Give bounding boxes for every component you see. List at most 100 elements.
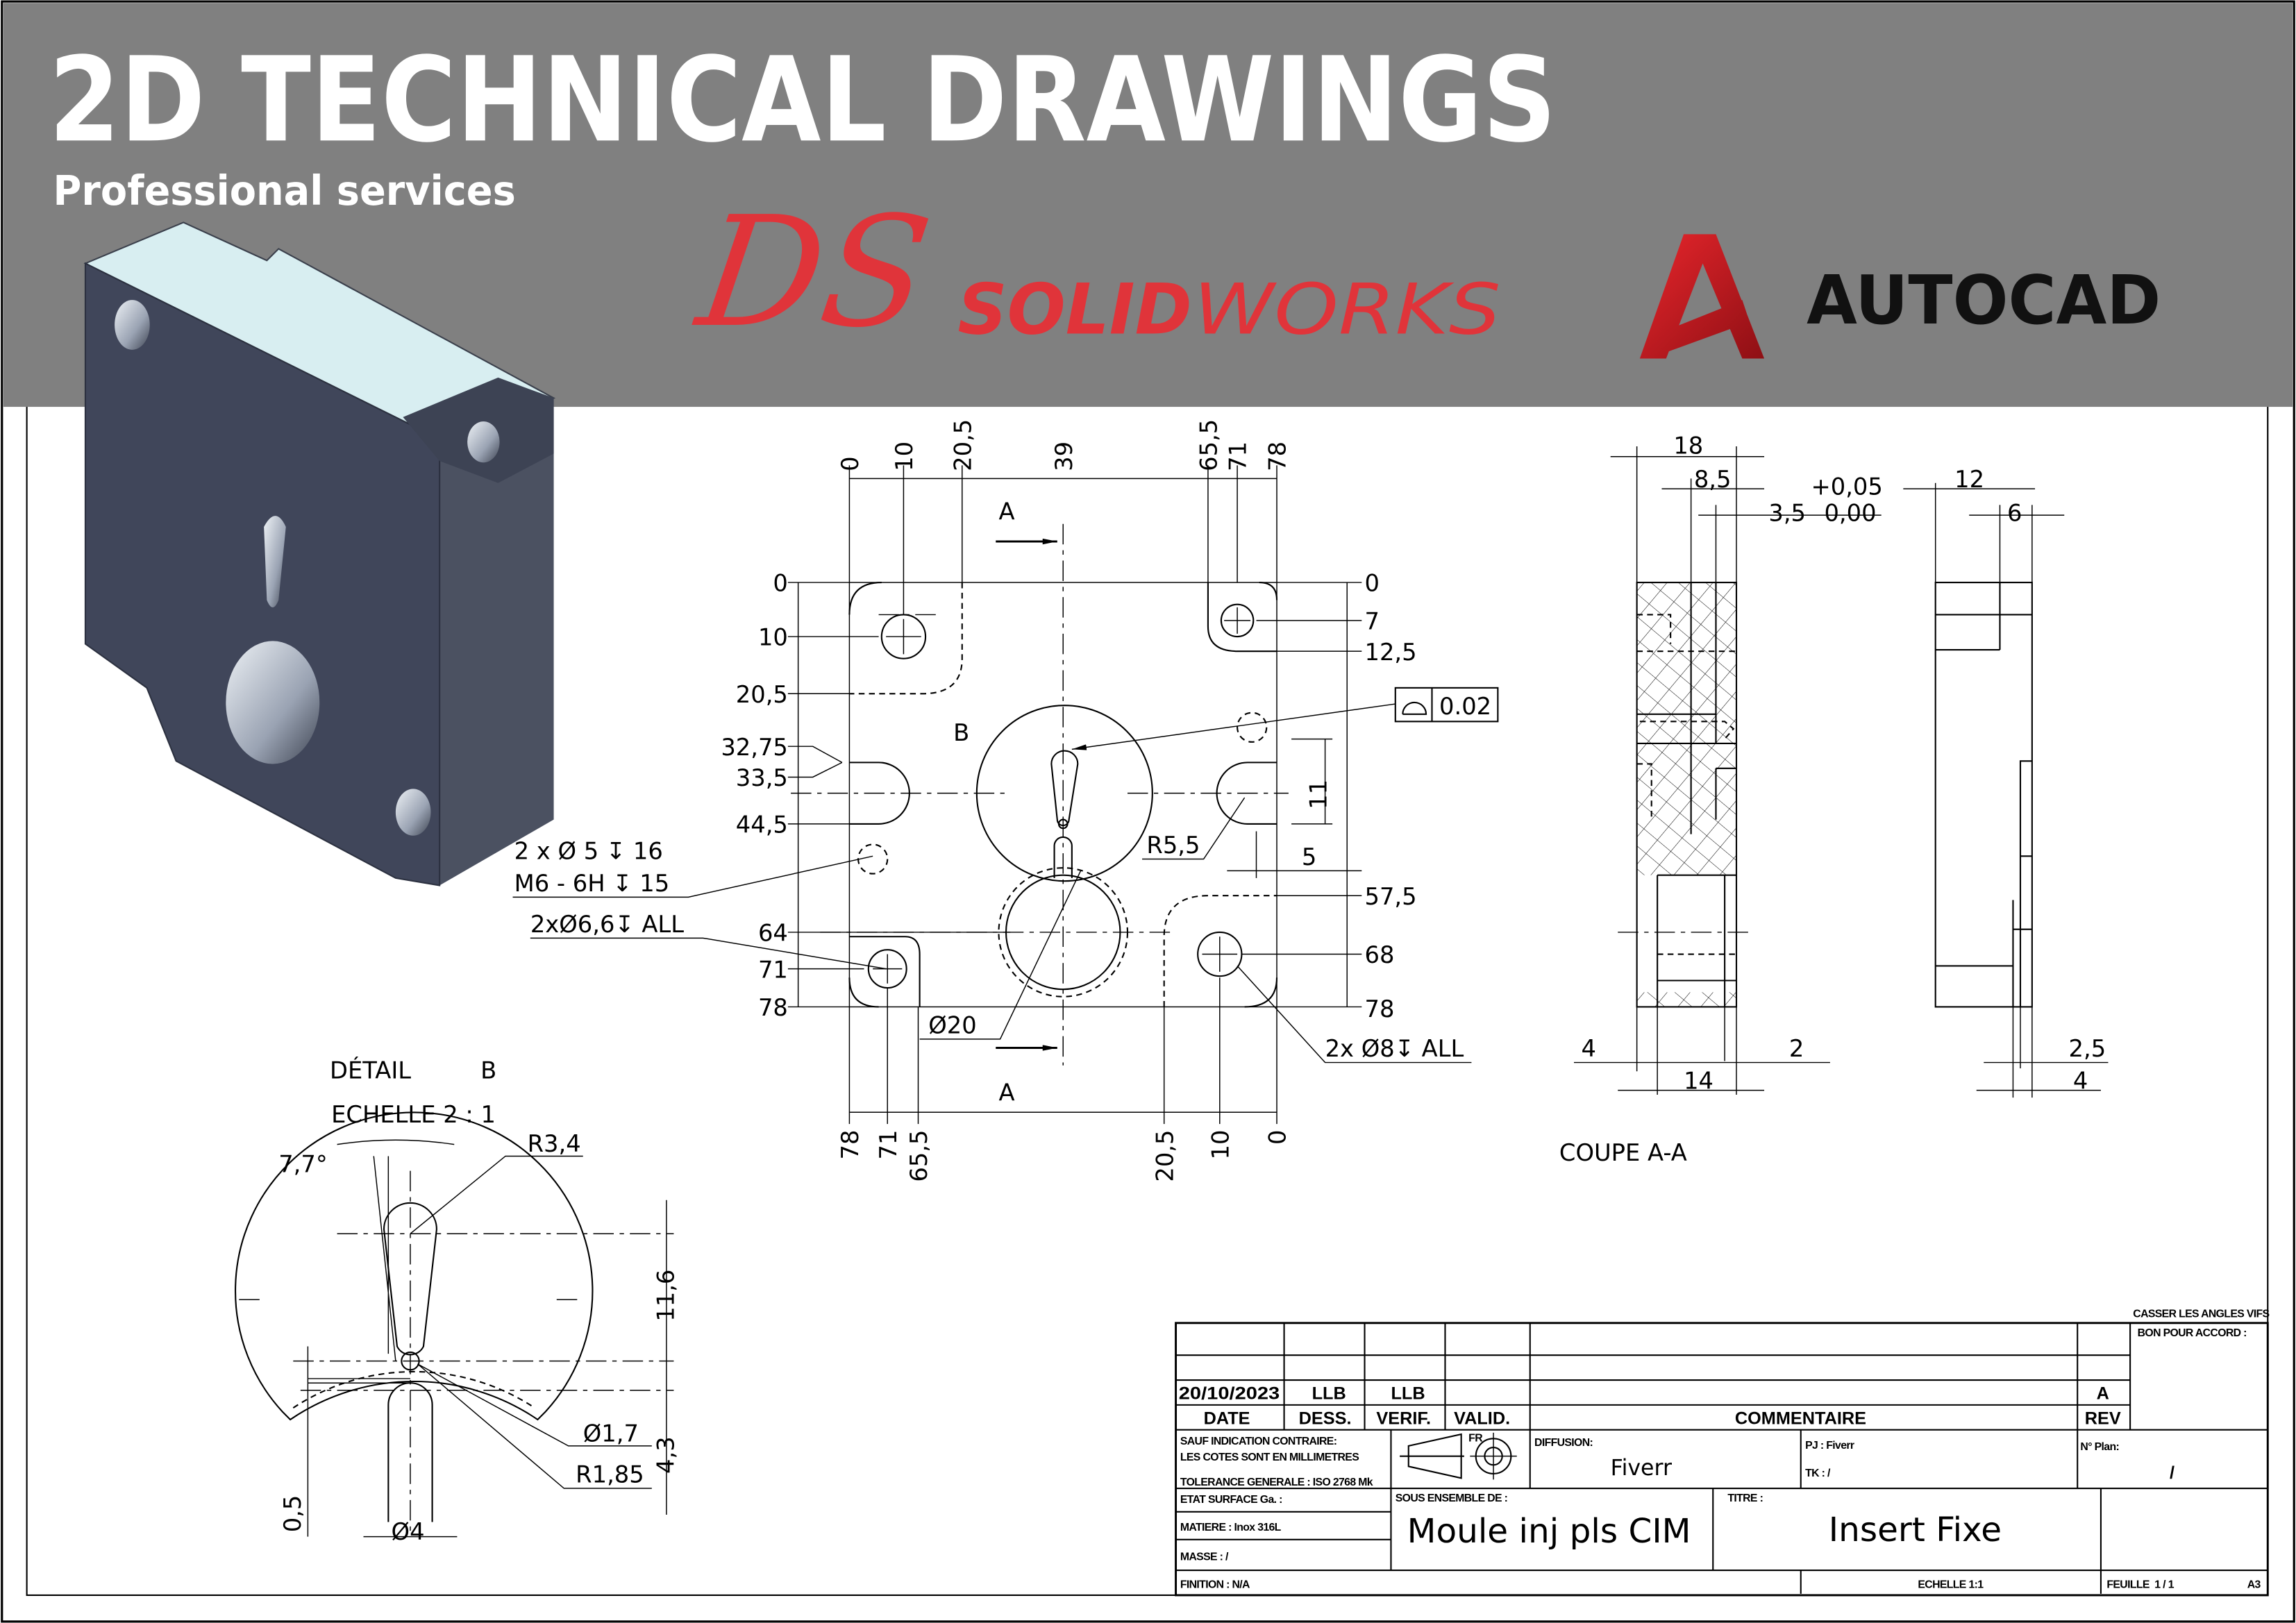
dim-label: 14 — [1684, 1068, 1713, 1095]
detail-angle: 7,7° — [278, 1151, 327, 1178]
detail-small-dia: Ø1,7 — [583, 1420, 639, 1447]
dim-label: 78 — [758, 994, 788, 1021]
rev-letter: A — [2097, 1384, 2109, 1403]
dim-label: 0 — [837, 456, 864, 471]
bottom-dimensions: 78 71 65,5 20,5 10 0 — [837, 1130, 1291, 1182]
iso-hole — [395, 789, 431, 836]
dim-label: 0 — [773, 570, 787, 597]
keyhole-slot — [1050, 750, 1079, 826]
plan-number-label: N° Plan: — [2080, 1441, 2119, 1453]
note-sauf: SAUF INDICATION CONTRAIRE: — [1180, 1436, 1336, 1447]
iso-hole — [115, 300, 150, 350]
autocad-wordmark: AUTOCAD — [1807, 261, 2161, 339]
dim-label: 71 — [875, 1130, 902, 1160]
detail-scale: ECHELLE 2 : 1 — [331, 1101, 496, 1128]
side-view: 12 6 2,5 4 — [1903, 466, 2109, 1098]
dim-label: 65,5 — [1196, 419, 1223, 471]
col-header-dess: DESS. — [1299, 1408, 1352, 1428]
dim-label: 44,5 — [736, 812, 788, 839]
sub-assembly-value: Moule inj pls CIM — [1407, 1512, 1691, 1551]
dim-label: 12,5 — [1365, 639, 1417, 666]
slot-depth-dim: 5 — [1302, 843, 1316, 871]
slot-width-dim: 11 — [1305, 780, 1332, 809]
dim-label: 64 — [758, 920, 788, 947]
dim-label: 65,5 — [905, 1130, 932, 1182]
dim-label: 12 — [1954, 466, 1984, 493]
mass-field: MASSE : / — [1180, 1551, 1229, 1563]
note-tolerance: TOLERANCE GENERALE : ISO 2768 Mk — [1180, 1477, 1373, 1488]
bore-diameter-callout: Ø20 — [928, 1011, 976, 1038]
top-dimensions: 0 10 20,5 39 65,5 71 78 — [837, 419, 1291, 471]
dim-label: 78 — [1264, 442, 1291, 471]
tolerance-upper: +0,05 — [1811, 473, 1883, 501]
section-label-bottom: A — [998, 1079, 1014, 1106]
sheet-field: FEUILLE 1 / 1 — [2106, 1579, 2174, 1590]
dim-label: 78 — [1365, 995, 1395, 1023]
dim-label: 32,75 — [721, 734, 788, 761]
detail-gap: 0,5 — [279, 1495, 306, 1533]
note-cotes: LES COTES SONT EN MILLIMETRES — [1180, 1452, 1359, 1463]
col-header-commentaire: COMMENTAIRE — [1735, 1408, 1866, 1428]
dim-label: 20,5 — [736, 681, 788, 708]
detail-neck-offset: 4,3 — [652, 1436, 679, 1474]
dim-label: 0 — [1264, 1130, 1291, 1145]
front-view: A A B 0 10 20,5 39 65,5 71 78 0 10 20,5 … — [512, 419, 1499, 1182]
dim-label: 10 — [1207, 1130, 1234, 1160]
detail-r-neck: R1,85 — [576, 1461, 644, 1488]
dim-label: 2,5 — [2069, 1035, 2106, 1062]
section-view: 18 8,5 3,5 +0,05 0,00 4 2 14 COUPE A-A — [1559, 432, 1883, 1166]
hole-8 — [1220, 603, 1255, 638]
dim-label: 57,5 — [1365, 883, 1417, 910]
dim-label: 33,5 — [736, 764, 788, 791]
autocad-a-icon — [1639, 234, 1765, 359]
projection-mark: FR — [1468, 1433, 1483, 1445]
title-label: TITRE : — [1727, 1492, 1763, 1504]
plan-number-value: / — [2170, 1463, 2175, 1482]
col-header-valid: VALID. — [1454, 1408, 1510, 1428]
dim-label: 18 — [1673, 432, 1703, 460]
note-etat-surface: ETAT SURFACE Ga. : — [1180, 1494, 1282, 1506]
dim-label: 0 — [1365, 570, 1380, 597]
detail-length: 11,6 — [652, 1270, 679, 1322]
pj-field: PJ : Fiverr — [1805, 1440, 1854, 1452]
part-title: Insert Fixe — [1829, 1511, 2002, 1549]
solidworks-wordmark-bold: SOLID — [957, 269, 1191, 351]
casser-note: CASSER LES ANGLES VIFS — [2133, 1308, 2269, 1320]
title-block: CASSER LES ANGLES VIFS BON POUR ACCORD :… — [1175, 1308, 2270, 1597]
dim-label: 8,5 — [1694, 466, 1732, 493]
hole-6-6-callout: 2xØ6,6↧ ALL — [530, 911, 684, 938]
header-subtitle: Professional services — [53, 167, 516, 215]
dim-label: 71 — [758, 956, 788, 983]
hole-8-callout: 2x Ø8↧ ALL — [1325, 1035, 1464, 1062]
col-header-rev: REV — [2085, 1408, 2121, 1428]
projection-symbol-icon: FR — [1400, 1433, 1517, 1480]
dim-label: 20,5 — [949, 419, 976, 471]
dim-label: 20,5 — [1151, 1130, 1178, 1182]
bon-pour-accord-label: BON POUR ACCORD : — [2138, 1327, 2247, 1339]
sheet-format: A3 — [2247, 1579, 2261, 1590]
rev-drawn-by: LLB — [1312, 1384, 1346, 1403]
dim-label: 10 — [891, 442, 918, 471]
rev-checked-by: LLB — [1391, 1384, 1425, 1403]
diffusion-label: DIFFUSION: — [1534, 1437, 1593, 1449]
dim-label: 4 — [1582, 1035, 1596, 1062]
iso-bore — [226, 641, 320, 764]
detail-label: B — [953, 719, 969, 746]
slot-radius-callout: R5,5 — [1146, 832, 1200, 859]
dim-label: 68 — [1365, 941, 1395, 968]
right-dimensions: 0 7 12,5 57,5 68 78 — [1365, 570, 1417, 1023]
section-title: COUPE A-A — [1559, 1139, 1687, 1166]
detail-title: DÉTAIL — [330, 1057, 411, 1084]
dim-label: 4 — [2073, 1068, 2088, 1095]
section-label-top: A — [998, 498, 1014, 525]
tapped-hole-callout: 2 x Ø 5 ↧ 16 — [514, 838, 663, 865]
detail-view: DÉTAIL B ECHELLE 2 : 1 7,7° R3,4 11,6 Ø1… — [235, 1057, 679, 1545]
dim-label: 2 — [1789, 1035, 1804, 1062]
dim-label: 3,5 — [1768, 500, 1806, 527]
detail-title-suffix: B — [480, 1057, 496, 1084]
tolerance-lower: 0,00 — [1824, 500, 1876, 527]
dim-label: 10 — [758, 624, 788, 651]
detail-boundary — [235, 1111, 594, 1421]
iso-keyhole — [264, 516, 286, 607]
